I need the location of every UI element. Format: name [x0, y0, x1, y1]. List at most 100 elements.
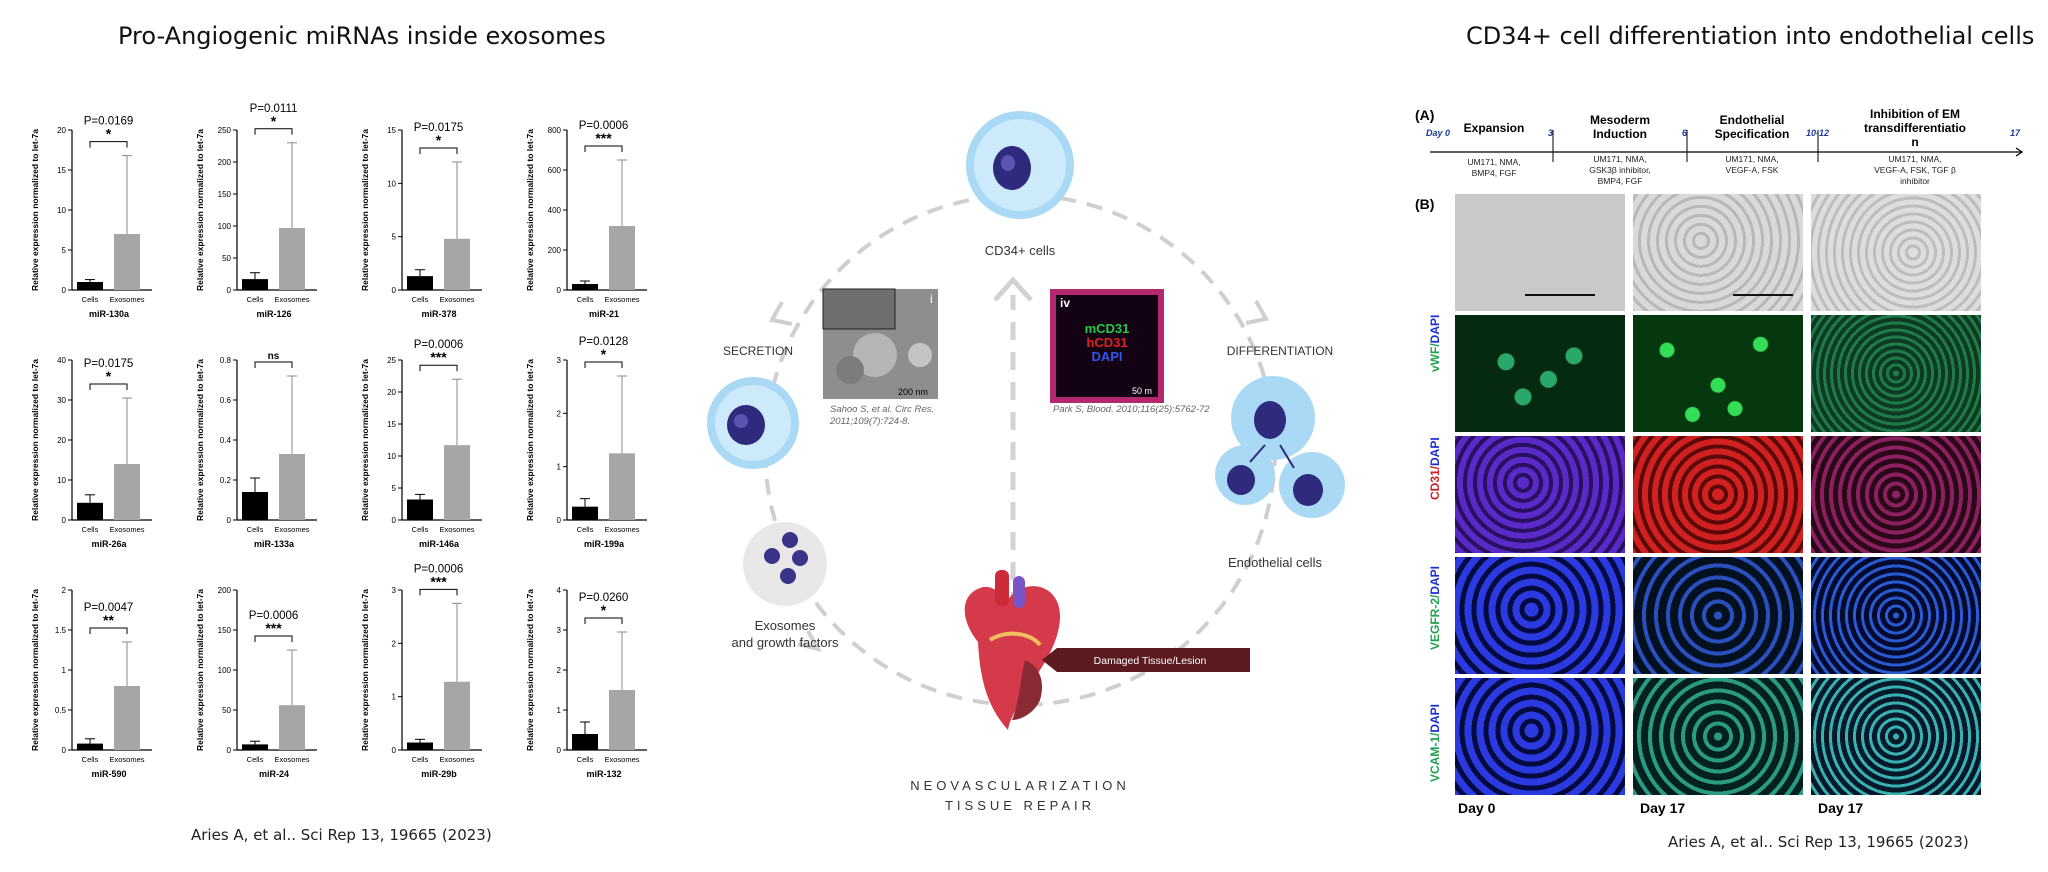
y-tick-label: 1: [62, 666, 67, 675]
stage2-detail-1: UM171, NMA,: [1593, 154, 1646, 164]
y-tick-label: 0.6: [220, 396, 232, 405]
label-a: (A): [1415, 107, 1434, 123]
vwf-day17-b: [1811, 315, 1981, 432]
phase-day17-b: [1811, 194, 1981, 311]
vegfr-day17-a: [1633, 557, 1803, 674]
y-tick-label: 2: [557, 409, 562, 418]
vcam-day0: [1455, 678, 1625, 795]
y-tick-label: 400: [548, 206, 562, 215]
bar-exosomes: [279, 705, 305, 750]
y-tick-label: 40: [57, 356, 66, 365]
x-tick-label: Exosomes: [109, 295, 144, 304]
tick-day17: 17: [2010, 128, 2021, 138]
mirna-bar-charts: Relative expression normalized to let-7a…: [30, 103, 647, 779]
stage1-title: Expansion: [1464, 121, 1525, 135]
y-tick-label: 800: [548, 126, 562, 135]
secretion-label: SECRETION: [723, 344, 793, 358]
x-tick-label: Exosomes: [604, 525, 639, 534]
y-tick-label: 1: [392, 693, 397, 702]
y-tick-label: 0: [392, 286, 397, 295]
chart-title: miR-133a: [254, 539, 295, 549]
bar-exosomes: [444, 681, 470, 750]
cd34-cell: [966, 111, 1074, 219]
y-axis-label: Relative expression normalized to let-7a: [30, 359, 40, 521]
y-axis-label: Relative expression normalized to let-7a: [360, 589, 370, 751]
y-tick-label: 0.2: [220, 476, 232, 485]
exosomes-label-1: Exosomes: [755, 618, 816, 633]
y-tick-label: 600: [548, 166, 562, 175]
p-value: P=0.0006: [414, 339, 464, 351]
y-tick-label: 0.8: [220, 356, 232, 365]
significance-mark: **: [103, 612, 114, 628]
y-tick-label: 15: [387, 126, 396, 135]
significance-mark: ***: [595, 130, 612, 146]
bottom-label-2: TISSUE REPAIR: [945, 798, 1095, 813]
p-value: P=0.0111: [250, 103, 298, 115]
x-tick-label: Exosomes: [439, 295, 474, 304]
significance-mark: ns: [268, 351, 280, 362]
significance-mark: *: [106, 368, 112, 384]
y-tick-label: 2: [392, 639, 397, 648]
y-tick-label: 50: [222, 706, 231, 715]
y-tick-label: 15: [57, 166, 66, 175]
y-tick-label: 1: [557, 463, 562, 472]
stage1-detail-1: UM171, NMA,: [1467, 157, 1520, 167]
y-tick-label: 0: [392, 516, 397, 525]
right-title: CD34+ cell differentiation into endothel…: [1466, 22, 2035, 50]
y-tick-label: 100: [218, 666, 232, 675]
p-value: P=0.0175: [84, 358, 134, 370]
secretion-cell: [707, 377, 799, 469]
bar-cells: [572, 506, 598, 520]
x-tick-label: Cells: [412, 755, 429, 764]
phase-day17-a: [1633, 194, 1803, 311]
x-tick-label: Exosomes: [274, 525, 309, 534]
x-tick-label: Cells: [577, 755, 594, 764]
x-tick-label: Cells: [412, 525, 429, 534]
significance-mark: *: [436, 132, 442, 148]
x-tick-label: Exosomes: [109, 525, 144, 534]
y-tick-label: 0.4: [220, 436, 232, 445]
bar-cells: [77, 502, 103, 520]
y-tick-label: 0: [557, 516, 562, 525]
significance-bracket: [584, 617, 623, 624]
y-tick-label: 3: [557, 626, 562, 635]
immunofluorescence-image: iv mCD31 hCD31 DAPI 50 m: [1050, 289, 1164, 403]
lesion-callout: Damaged Tissue/Lesion: [1042, 648, 1250, 672]
y-tick-label: 0: [227, 746, 232, 755]
vegfr-day0: [1455, 557, 1625, 674]
x-tick-label: Cells: [247, 295, 264, 304]
row-label-vcam: VCAM-1/DAPI: [1428, 703, 1442, 782]
significance-mark: ***: [265, 620, 282, 636]
significance-bracket: [419, 364, 458, 372]
significance-bracket: [254, 361, 293, 368]
em-citation-1: Sahoo S, et al. Circ Res.: [830, 404, 934, 415]
chart-title: miR-24: [259, 769, 289, 779]
y-tick-label: 0: [62, 516, 67, 525]
x-tick-label: Cells: [82, 755, 99, 764]
stage2-detail-2: GSK3β inhibitor,: [1589, 165, 1651, 175]
y-tick-label: 0: [227, 516, 232, 525]
stage3-detail-1: UM171, NMA,: [1725, 154, 1778, 164]
if-panel-label: iv: [1060, 296, 1070, 310]
y-axis-label: Relative expression normalized to let-7a: [195, 589, 205, 751]
bar-cells: [242, 744, 268, 750]
phase-day0: [1455, 194, 1625, 311]
stage3-detail-2: VEGF-A, FSK: [1726, 165, 1779, 175]
significance-bracket: [89, 627, 128, 634]
cd34-label: CD34+ cells: [985, 243, 1056, 258]
x-tick-label: Exosomes: [604, 295, 639, 304]
bar-cells: [407, 499, 433, 520]
chart-title: miR-21: [589, 309, 619, 319]
p-value: P=0.0047: [84, 602, 134, 614]
x-tick-label: Exosomes: [274, 755, 309, 764]
y-tick-label: 0: [557, 286, 562, 295]
stage4-detail-1: UM171, NMA,: [1888, 154, 1941, 164]
y-tick-label: 10: [57, 206, 66, 215]
if-mcd31: mCD31: [1085, 321, 1130, 336]
bar-exosomes: [609, 453, 635, 520]
bar-cells: [407, 742, 433, 750]
significance-mark: *: [601, 602, 607, 618]
endothelial-cells: [1215, 376, 1345, 518]
tick-day1012: 10-12: [1806, 128, 1829, 138]
tick-day6: 6: [1682, 128, 1688, 138]
